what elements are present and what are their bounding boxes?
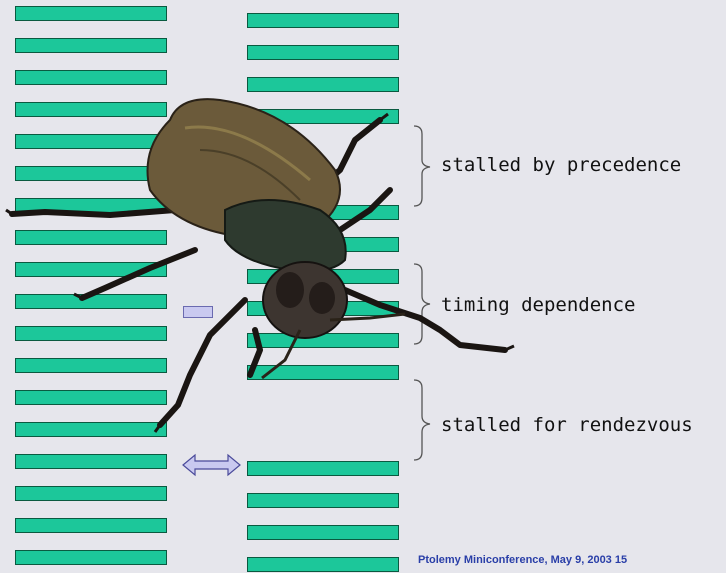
brace-rendezvous xyxy=(414,380,430,460)
beetle-illustration xyxy=(6,99,514,432)
label-stalled-rendezvous: stalled for rendezvous xyxy=(441,414,693,436)
label-timing-dependence: timing dependence xyxy=(441,294,635,316)
label-stalled-precedence: stalled by precedence xyxy=(441,154,681,176)
brace-precedence xyxy=(414,126,430,206)
double-arrow-icon xyxy=(183,455,240,475)
brace-timing xyxy=(414,264,430,344)
footer-text: Ptolemy Miniconference, May 9, 2003 15 xyxy=(418,554,627,566)
